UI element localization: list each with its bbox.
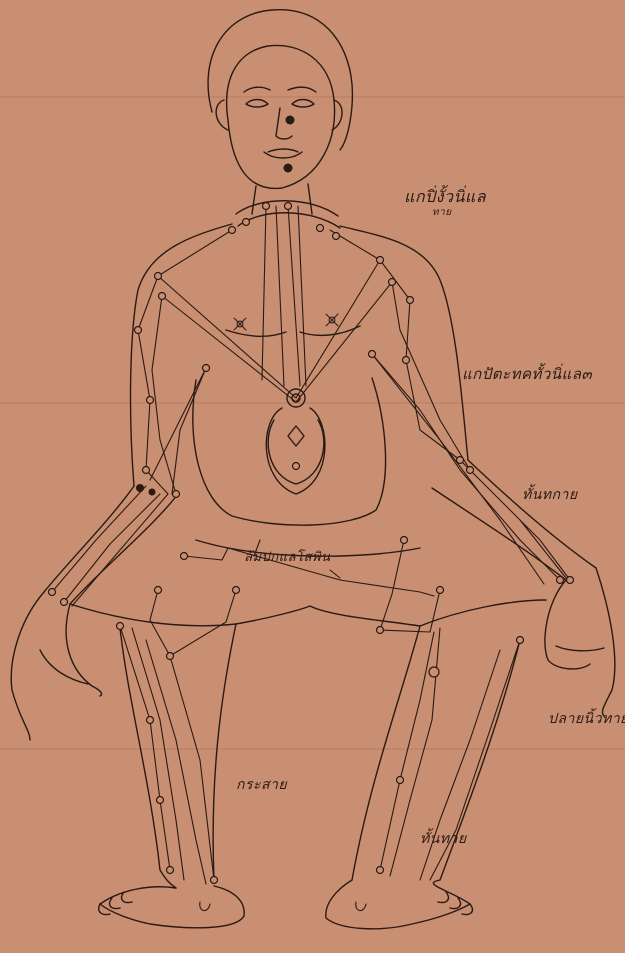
- annotation-left-leg-channel: กระสาย: [236, 774, 287, 796]
- annotation-right-leg-channel: ทั้นทาย: [420, 828, 467, 850]
- shoulder-right: [340, 226, 468, 460]
- eye-right: [292, 100, 314, 108]
- mouth: [264, 149, 302, 158]
- right-thigh: [420, 600, 546, 626]
- annotation-hip-channel: ล้มปกแลโสพิน: [244, 546, 330, 567]
- left-foot: [100, 886, 244, 928]
- annotation-head-channels-sub: ทาย: [432, 205, 452, 220]
- eyebrow-right: [288, 87, 316, 92]
- face-outline: [227, 45, 335, 188]
- heel-marks: [200, 902, 366, 911]
- eyebrow-left: [244, 87, 270, 92]
- shoulder-left: [131, 224, 232, 486]
- chest-points: [234, 314, 338, 330]
- navel-diamond: [288, 426, 304, 446]
- annotation-arm-channel: ทั้นทกาย: [522, 484, 578, 506]
- left-leg-outer: [120, 628, 176, 888]
- left-hand: [11, 592, 101, 740]
- navel-ovals: [266, 408, 325, 494]
- left-arm-outer: [44, 486, 134, 592]
- right-foot: [326, 880, 470, 929]
- annotation-torso-channels: แกปัตะทคทั้วนิ่แล๓: [462, 362, 592, 386]
- eye-left: [246, 100, 268, 108]
- annotation-hand-channel: ปลายนิ้วทาย: [548, 708, 625, 730]
- acupoint-markers: [49, 203, 574, 884]
- left-leg-inner: [213, 624, 236, 880]
- belly: [193, 378, 386, 525]
- right-hand: [545, 568, 615, 716]
- crotch: [236, 606, 420, 626]
- chest-line: [226, 326, 360, 336]
